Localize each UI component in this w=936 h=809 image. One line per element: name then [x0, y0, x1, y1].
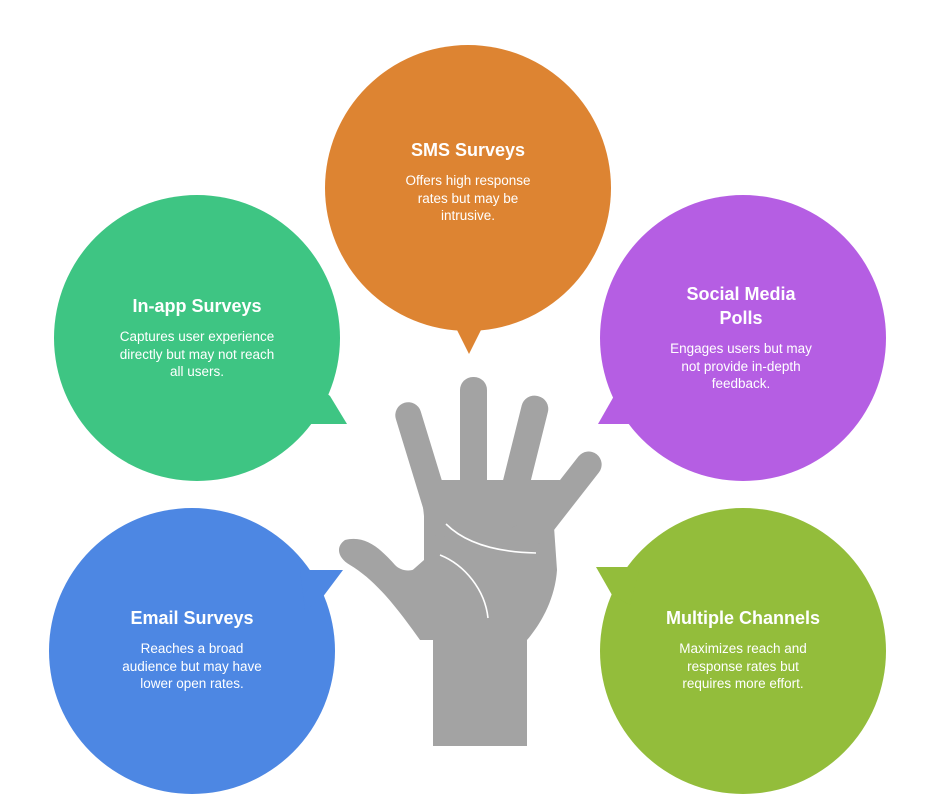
bubble-sms-text: SMS Surveys Offers high response rates b…	[363, 138, 573, 225]
bubble-social-pointer	[598, 396, 632, 424]
bubble-in-app	[54, 195, 347, 481]
bubble-social-description: Engages users but may not provide in-dep…	[670, 341, 812, 391]
bubble-social	[598, 195, 886, 481]
bubble-email	[49, 508, 343, 794]
bubble-multi-pointer	[596, 567, 640, 605]
bubble-email-pointer	[300, 570, 343, 610]
bubble-in-app-pointer	[310, 380, 347, 424]
bubble-social-text: Social Media Polls Engages users but may…	[636, 282, 846, 393]
bubble-social-title: Social Media Polls	[686, 284, 796, 328]
bubble-sms-pointer	[452, 320, 486, 354]
bubble-in-app-description: Captures user experience directly but ma…	[119, 329, 275, 379]
bubble-multi	[596, 508, 886, 794]
bubble-multi-title: Multiple Channels	[665, 608, 820, 628]
bubble-email-text: Email Surveys Reaches a broad audience b…	[87, 606, 297, 693]
bubble-multi-text: Multiple Channels Maximizes reach and re…	[638, 606, 848, 693]
bubble-sms-description: Offers high response rates but may be in…	[405, 173, 531, 223]
bubble-sms-title: SMS Surveys	[410, 140, 526, 160]
bubble-in-app-title: In-app Surveys	[132, 296, 262, 316]
bubble-email-title: Email Surveys	[130, 608, 254, 628]
raised-hand-icon	[338, 377, 602, 746]
bubble-in-app-text: In-app Surveys Captures user experience …	[92, 294, 302, 381]
bubble-email-description: Reaches a broad audience but may have lo…	[122, 641, 262, 691]
bubble-sms	[325, 45, 611, 354]
bubble-multi-description: Maximizes reach and response rates but r…	[679, 641, 807, 691]
